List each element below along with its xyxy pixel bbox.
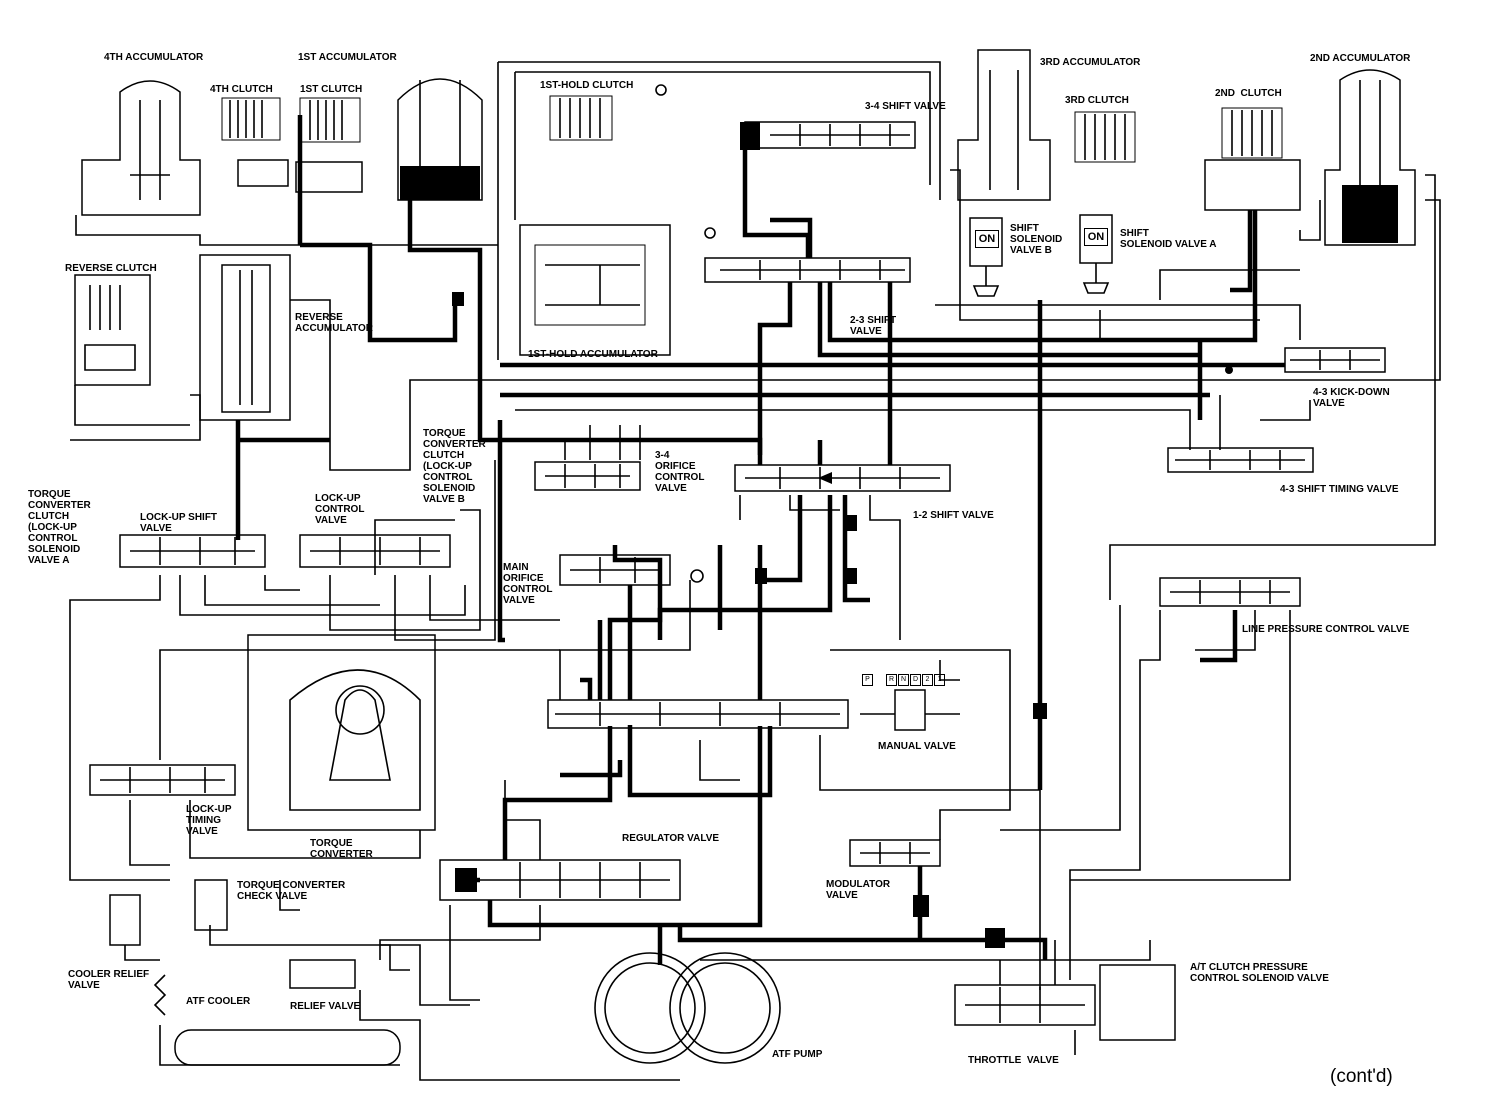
- solenoid-a-on-indicator: ON: [1084, 228, 1108, 246]
- label-3rd-clutch: 3RD CLUTCH: [1065, 95, 1129, 106]
- label-1st-hold-accumulator: 1ST-HOLD ACCUMULATOR: [528, 349, 658, 360]
- label-lock-up-shift-valve: LOCK-UP SHIFT VALVE: [140, 512, 218, 534]
- continued-note: (cont'd): [1330, 1066, 1393, 1087]
- label-throttle-valve: THROTTLE VALVE: [968, 1055, 1059, 1066]
- label-4-3-kick-down-valve: 4-3 KICK-DOWN VALVE: [1313, 387, 1390, 409]
- label-regulator-valve: REGULATOR VALVE: [622, 833, 720, 844]
- label-2-3-shift-valve: 2-3 SHIFT VALVE: [850, 315, 897, 337]
- 1st-hold-clutch: [549, 95, 613, 141]
- thin-fluid-lines: [69, 61, 1441, 1081]
- 3-4-shift-valve-body: [740, 121, 916, 150]
- modulator-valve-body: [849, 839, 941, 867]
- 1-2-shift-valve-body: [734, 464, 951, 492]
- label-3rd-accumulator: 3RD ACCUMULATOR: [1040, 57, 1141, 68]
- 2nd-clutch: [1204, 107, 1301, 211]
- 3-4-orifice-control-valve-body: [534, 461, 641, 491]
- label-2nd-accumulator: 2ND ACCUMULATOR: [1310, 53, 1411, 64]
- label-2nd-clutch: 2ND CLUTCH: [1215, 88, 1282, 99]
- 1st-hold-accumulator: [519, 224, 671, 356]
- label-modulator-valve: MODULATOR VALVE: [826, 879, 891, 901]
- 4th-clutch: [221, 97, 289, 187]
- lock-up-shift-valve-body: [119, 534, 266, 568]
- label-at-clutch-pressure-control-solenoid: A/T CLUTCH PRESSURE CONTROL SOLENOID VAL…: [1190, 962, 1329, 984]
- label-atf-cooler: ATF COOLER: [186, 996, 251, 1007]
- shift-solenoid-a-body: [1079, 214, 1113, 294]
- 1st-clutch: [295, 97, 363, 193]
- manual-position-d: D: [910, 674, 921, 686]
- relief-valve-body: [289, 959, 356, 989]
- label-torque-converter-check-valve: TORQUE CONVERTER CHECK VALVE: [237, 880, 346, 902]
- 3rd-clutch: [1074, 111, 1136, 163]
- label-4th-clutch: 4TH CLUTCH: [210, 84, 273, 95]
- 4th-accumulator: [81, 80, 201, 216]
- label-3-4-orifice-control-valve: 3-4 ORIFICE CONTROL VALVE: [655, 450, 705, 494]
- label-reverse-clutch: REVERSE CLUTCH: [65, 263, 157, 274]
- lock-up-timing-valve-body: [89, 764, 236, 796]
- label-1-2-shift-valve: 1-2 SHIFT VALVE: [913, 510, 994, 521]
- label-atf-pump: ATF PUMP: [772, 1049, 823, 1060]
- manual-position-n: N: [898, 674, 909, 686]
- label-torque-converter-clutch-solenoid-b: TORQUE CONVERTER CLUTCH (LOCK-UP CONTROL…: [423, 428, 486, 505]
- 1st-accumulator: [397, 78, 483, 201]
- 2nd-accumulator: [1324, 69, 1416, 246]
- reverse-clutch: [74, 274, 151, 386]
- thick-pressure-lines: [235, 115, 1285, 965]
- manual-position-2: 2: [922, 674, 933, 686]
- label-lock-up-timing-valve: LOCK-UP TIMING VALVE: [186, 804, 232, 837]
- torque-converter-check-valve-body: [194, 879, 228, 931]
- label-shift-solenoid-a: SHIFT SOLENOID VALVE A: [1120, 228, 1217, 250]
- label-manual-valve: MANUAL VALVE: [878, 741, 956, 752]
- at-clutch-pressure-solenoid-body: [1099, 964, 1176, 1041]
- label-3-4-shift-valve: 3-4 SHIFT VALVE: [865, 101, 946, 112]
- label-4th-accumulator: 4TH ACCUMULATOR: [104, 52, 204, 63]
- atf-pump-body: [594, 952, 781, 1064]
- label-shift-solenoid-b: SHIFT SOLENOID VALVE B: [1010, 223, 1063, 256]
- manual-position-1: 1: [934, 674, 945, 686]
- label-torque-converter: TORQUE CONVERTER: [310, 838, 373, 860]
- label-1st-accumulator: 1ST ACCUMULATOR: [298, 52, 397, 63]
- label-lock-up-control-valve: LOCK-UP CONTROL VALVE: [315, 493, 365, 526]
- label-torque-converter-clutch-solenoid-a: TORQUE CONVERTER CLUTCH (LOCK-UP CONTROL…: [28, 489, 91, 566]
- 4-3-kick-down-valve-body: [1284, 347, 1386, 373]
- label-cooler-relief-valve: COOLER RELIEF VALVE: [68, 969, 150, 991]
- label-4-3-shift-timing-valve: 4-3 SHIFT TIMING VALVE: [1280, 484, 1399, 495]
- torque-converter-body: [247, 634, 436, 831]
- 3rd-accumulator: [957, 49, 1051, 201]
- line-pressure-control-valve-body: [1159, 577, 1301, 607]
- label-1st-clutch: 1ST CLUTCH: [300, 84, 363, 95]
- label-1st-hold-clutch: 1ST-HOLD CLUTCH: [540, 80, 634, 91]
- 2-3-shift-valve-body: [704, 257, 911, 283]
- manual-valve-body: [547, 689, 960, 731]
- 4-3-shift-timing-valve-body: [1167, 447, 1314, 473]
- cooler-relief-valve-body: [109, 894, 141, 946]
- check-valves: [452, 84, 1233, 948]
- manual-position-r: R: [886, 674, 897, 686]
- reverse-accumulator: [199, 254, 291, 421]
- throttle-valve-body: [954, 984, 1096, 1026]
- solenoid-b-on-indicator: ON: [975, 230, 999, 248]
- label-relief-valve: RELIEF VALVE: [290, 1001, 361, 1012]
- label-main-orifice-control-valve: MAIN ORIFICE CONTROL VALVE: [503, 562, 553, 606]
- manual-position-p: P: [862, 674, 873, 686]
- label-reverse-accumulator: REVERSE ACCUMULATOR: [295, 312, 373, 334]
- label-line-pressure-control-valve: LINE PRESSURE CONTROL VALVE: [1242, 624, 1410, 635]
